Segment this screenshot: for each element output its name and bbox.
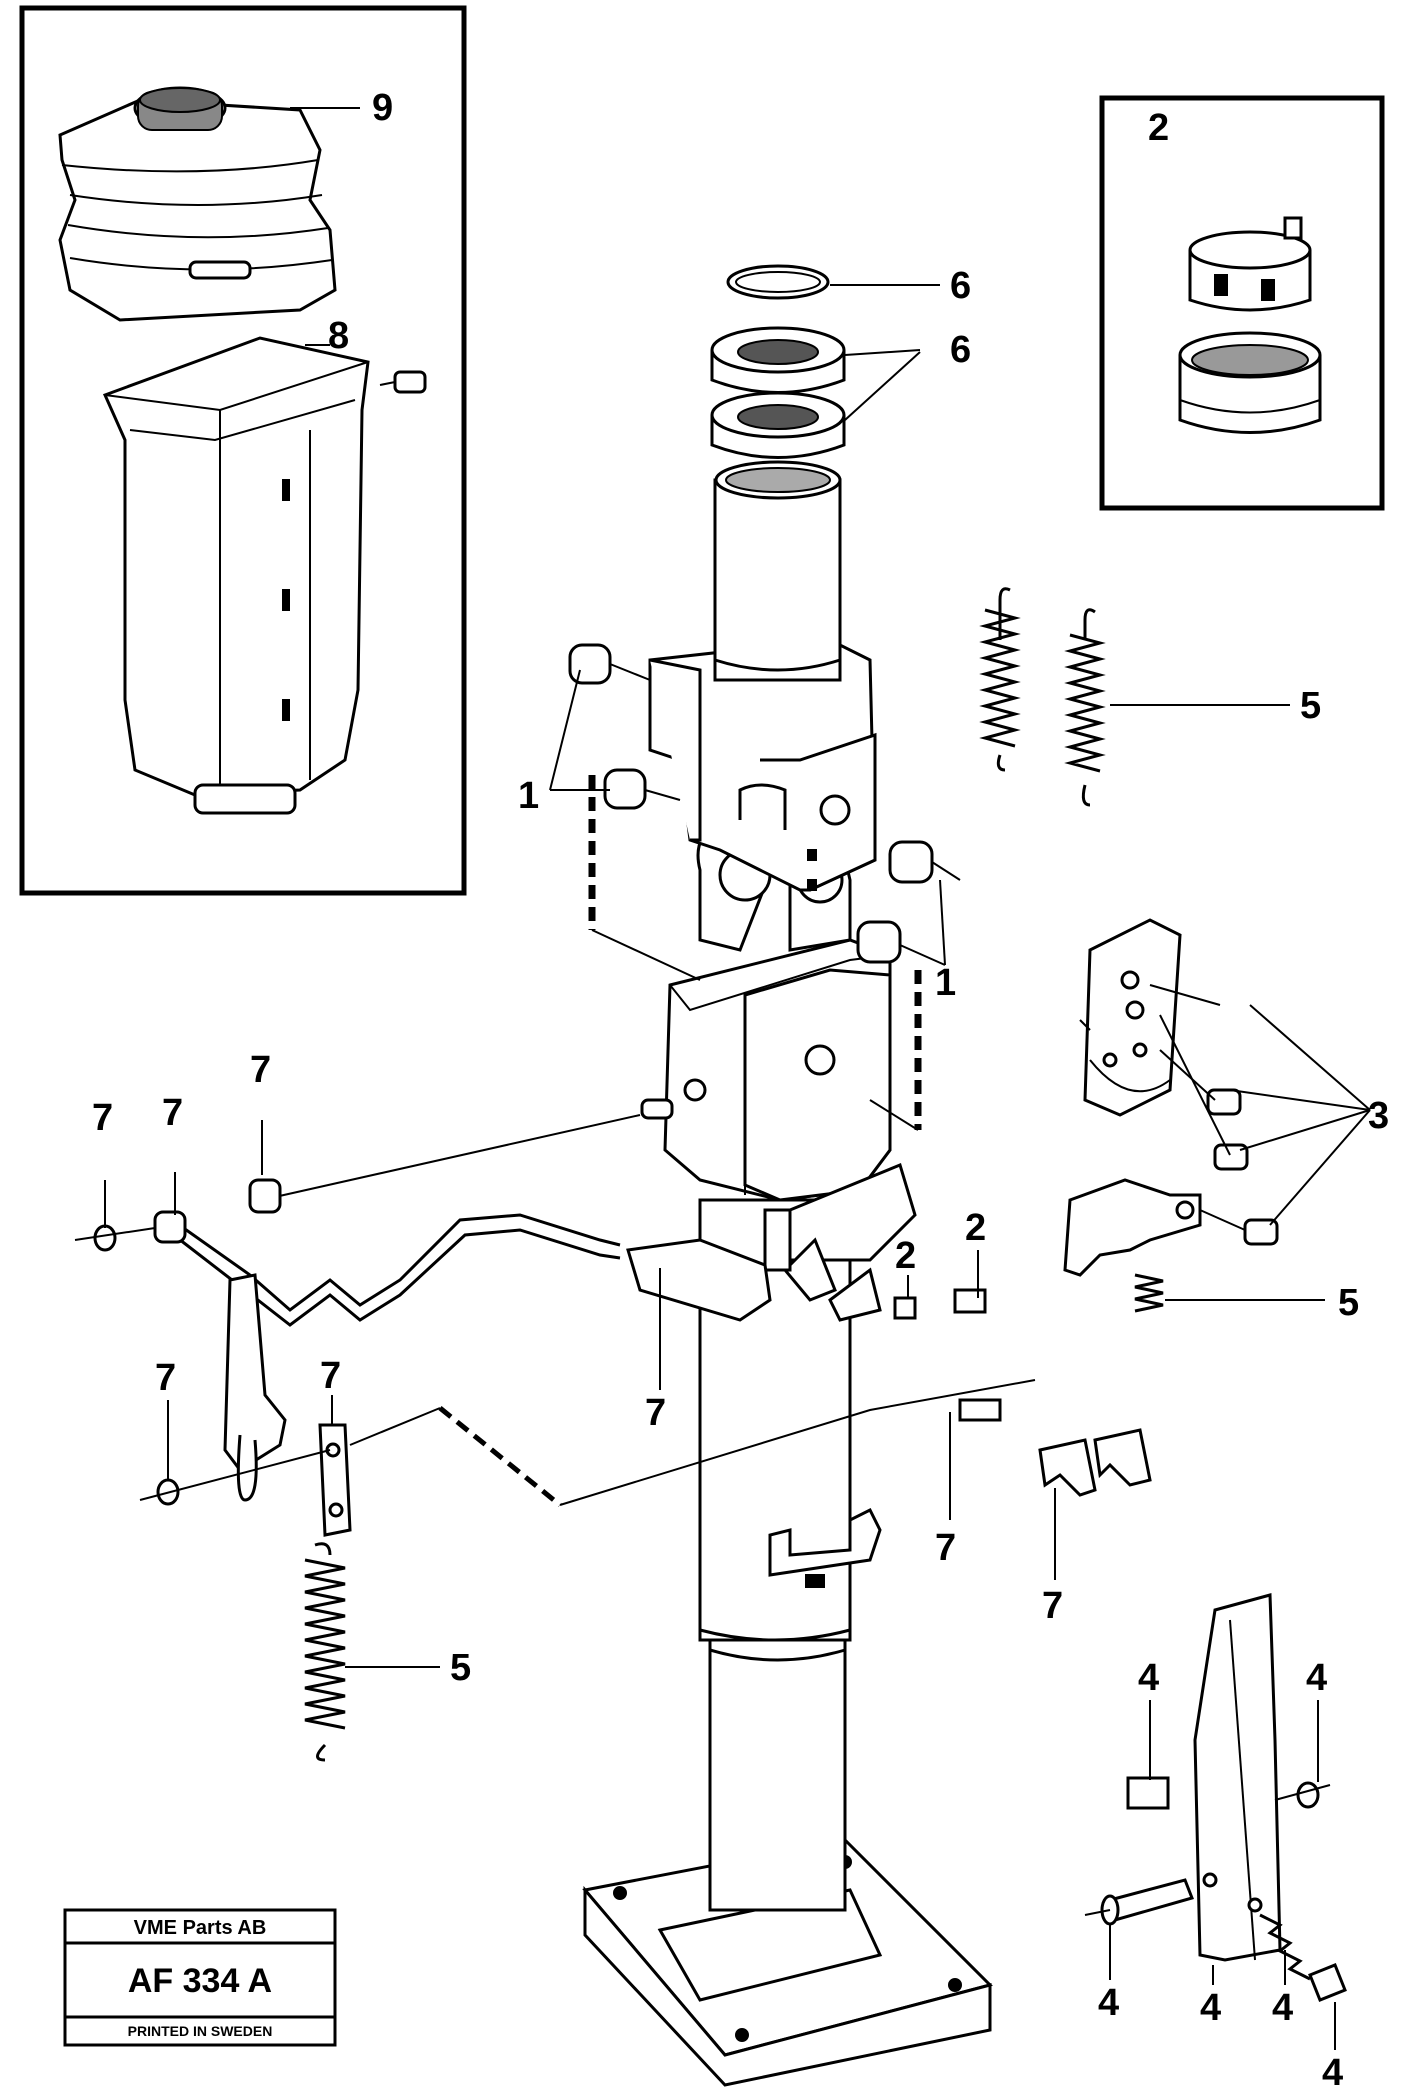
callout-5-sector-spring: 5 bbox=[1338, 1282, 1359, 1324]
callout-7-washer: 7 bbox=[92, 1097, 113, 1139]
bearing-race bbox=[1178, 331, 1322, 434]
rubber-gaiter bbox=[58, 86, 337, 322]
bushing-1c bbox=[888, 840, 934, 884]
callout-8: 8 bbox=[328, 315, 349, 357]
ball-bearing-upper bbox=[710, 326, 846, 394]
callout-3: 3 bbox=[1368, 1095, 1389, 1137]
stamp-company: VME Parts AB bbox=[134, 1917, 267, 1939]
ball-bearing-lower bbox=[710, 391, 846, 459]
callout-7-clips: 7 bbox=[1042, 1585, 1063, 1627]
callout-7-bushing: 7 bbox=[250, 1049, 271, 1091]
callout-4-nut: 4 bbox=[1322, 2052, 1343, 2093]
springs bbox=[304, 587, 1164, 1762]
callout-7-rod: 7 bbox=[935, 1527, 956, 1569]
callout-2-inset: 2 bbox=[1148, 107, 1169, 149]
callout-4-spring: 4 bbox=[1272, 1987, 1293, 2029]
callout-1-left: 1 bbox=[518, 775, 539, 817]
callout-6-bearings: 6 bbox=[950, 329, 971, 371]
callout-7-rod-end: 7 bbox=[162, 1092, 183, 1134]
callout-6-circlip: 6 bbox=[950, 265, 971, 307]
callout-4-washer: 4 bbox=[1306, 1657, 1327, 1699]
bushing-1d bbox=[856, 920, 902, 964]
bushing-1a bbox=[568, 643, 612, 685]
callout-2-plate: 2 bbox=[895, 1235, 916, 1277]
callout-2-screw: 2 bbox=[965, 1207, 986, 1249]
bushing-1b bbox=[603, 768, 647, 810]
column-housing bbox=[648, 460, 917, 1322]
base-plate bbox=[582, 1838, 993, 2087]
callout-4-plate: 4 bbox=[1138, 1657, 1159, 1699]
slotted-bushing bbox=[1188, 216, 1312, 312]
gaiter-housing bbox=[102, 336, 427, 815]
callout-5-springs: 5 bbox=[1300, 685, 1321, 727]
callout-7-lower-washer: 7 bbox=[155, 1357, 176, 1399]
callout-4-pin: 4 bbox=[1098, 1982, 1119, 2024]
inset-box-gaiter bbox=[19, 5, 467, 896]
callout-labels: 9 8 2 6 6 5 1 1 3 7 7 7 2 2 5 7 7 7 7 7 … bbox=[92, 87, 1389, 2093]
inset-box-bushing bbox=[1099, 95, 1385, 511]
callout-7-handle: 7 bbox=[645, 1392, 666, 1434]
leader-lines bbox=[104, 107, 1371, 2050]
parts-stamp: VME Parts AB AF 334 A PRINTED IN SWEDEN bbox=[63, 1908, 337, 2047]
circlip bbox=[726, 264, 830, 300]
steering-column bbox=[568, 264, 993, 2087]
stamp-code: AF 334 A bbox=[128, 1962, 272, 2000]
sector-plate bbox=[1063, 918, 1279, 1277]
control-linkage bbox=[74, 1098, 1152, 1537]
callout-4-bracket: 4 bbox=[1200, 1987, 1221, 2029]
callout-1-right: 1 bbox=[935, 962, 956, 1004]
callout-7-link: 7 bbox=[320, 1355, 341, 1397]
stamp-printed: PRINTED IN SWEDEN bbox=[128, 2023, 273, 2039]
callout-5-lower-spring: 5 bbox=[450, 1647, 471, 1689]
pedal-bracket bbox=[1084, 1593, 1347, 2002]
callout-9: 9 bbox=[372, 87, 393, 129]
